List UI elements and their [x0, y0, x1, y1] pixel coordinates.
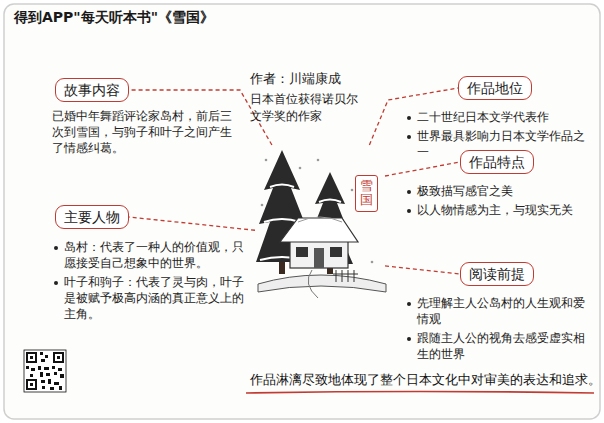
topic-body: 极致描写感官之美以人物情感为主，与现实无关: [405, 183, 595, 221]
topic-box: 作品特点极致描写感官之美以人物情感为主，与现实无关: [460, 150, 534, 174]
roof-snow: [298, 217, 342, 222]
card-border: [4, 4, 600, 419]
card-title: 得到APP"每天听本书"《雪国》: [14, 9, 214, 27]
topic-box: 故事内容已婚中年舞蹈评论家岛村，前后三次到雪国，与驹子和叶子之间产生了情感纠葛。: [55, 78, 129, 102]
house-window: [330, 247, 342, 257]
house-door: [314, 248, 324, 268]
center-illustration: 雪国: [255, 145, 385, 300]
bullet-point: 先理解主人公岛村的人生观和爱情观: [405, 295, 595, 327]
dashed-connector: [385, 266, 460, 274]
fence: [333, 270, 358, 282]
caption-underline: [246, 392, 594, 394]
snow-path: [308, 270, 318, 298]
summary-caption: 作品淋漓尽致地体现了整个日本文化中对审美的表达和追求。: [250, 372, 601, 389]
bullet-point: 叶子和驹子：代表了灵与肉，叶子是被赋予极高内涵的真正意义上的主角。: [52, 274, 252, 322]
dashed-connector: [129, 217, 255, 230]
topic-heading: 故事内容: [64, 81, 120, 99]
topic-body: 已婚中年舞蹈评论家岛村，前后三次到雪国，与驹子和叶子之间产生了情感纠葛。: [52, 108, 237, 159]
topic-body: 先理解主人公岛村的人生观和爱情观跟随主人公的视角去感受虚实相生的世界: [405, 295, 595, 365]
bullet-point: 跟随主人公的视角去感受虚实相生的世界: [405, 330, 595, 362]
bullet-point: 二十世纪日本文学代表作: [405, 109, 595, 125]
topic-heading: 阅读前提: [469, 265, 525, 283]
bullet-point: 极致描写感官之美: [405, 183, 595, 199]
topic-box: 阅读前提先理解主人公岛村的人生观和爱情观跟随主人公的视角去感受虚实相生的世界: [460, 262, 534, 286]
qr-code: [24, 350, 66, 392]
house-roof: [280, 218, 358, 242]
topic-box: 作品地位二十世纪日本文学代表作世界最具影响力日本文学作品之一: [458, 76, 532, 100]
author-note: 作者：川端康成: [250, 70, 380, 87]
topic-heading: 作品特点: [469, 153, 525, 171]
bullet-point: 以人物情感为主，与现实无关: [405, 202, 595, 218]
topic-description: 已婚中年舞蹈评论家岛村，前后三次到雪国，与驹子和叶子之间产生了情感纠葛。: [52, 108, 237, 156]
snow-house-illustration: [256, 150, 386, 298]
house-window: [296, 247, 308, 257]
tree-trunk: [279, 260, 285, 274]
snow-ground: [258, 275, 386, 292]
topic-heading: 主要人物: [64, 208, 120, 226]
topic-body: 岛村：代表了一种人的价值观，只愿接受自己想象中的世界。叶子和驹子：代表了灵与肉，…: [52, 239, 252, 325]
topic-box: 主要人物岛村：代表了一种人的价值观，只愿接受自己想象中的世界。叶子和驹子：代表了…: [55, 205, 129, 229]
bullet-point: 岛村：代表了一种人的价值观，只愿接受自己想象中的世界。: [52, 239, 252, 271]
title-stamp: 雪国: [355, 175, 378, 212]
dashed-connector: [385, 162, 460, 176]
author-note: 日本首位获得诺贝尔文学奖的作家: [250, 91, 362, 125]
topic-heading: 作品地位: [467, 79, 523, 97]
house-wall: [290, 240, 348, 268]
stamp-text: 雪国: [360, 179, 373, 208]
